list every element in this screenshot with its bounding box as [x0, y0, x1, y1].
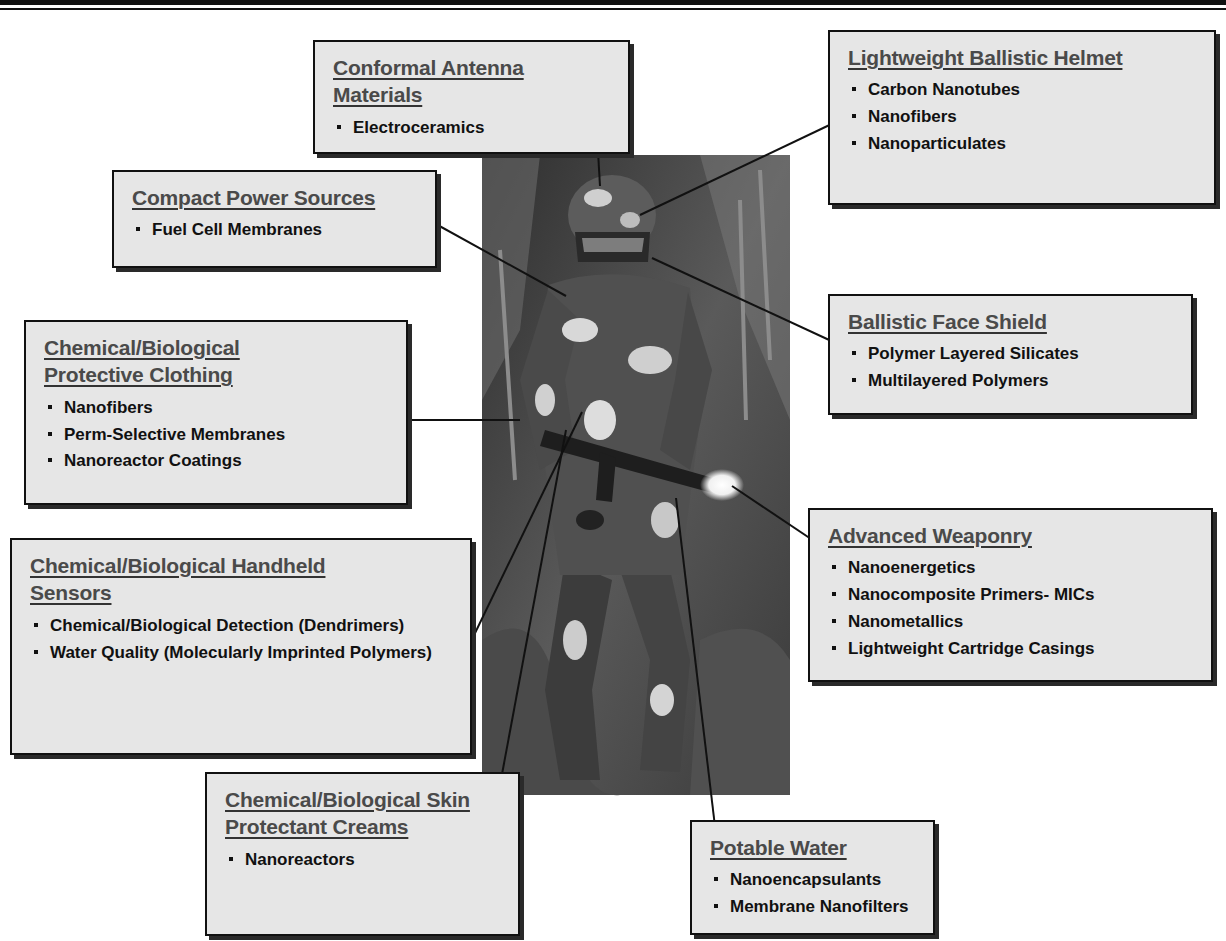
bullet-mark: [229, 857, 233, 861]
bullet-mark: [852, 114, 856, 118]
callout-box: Chemical/Biological Protective ClothingN…: [24, 320, 408, 505]
bullet-text: Nanoreactors: [245, 849, 355, 872]
leader-line: [395, 419, 520, 421]
leader-line: [676, 498, 716, 835]
callout-heading: Chemical/Biological Handheld Sensors: [30, 552, 360, 607]
bullet-item: Nanoreactor Coatings: [44, 450, 390, 473]
callout-heading: Chemical/Biological Protective Clothing: [44, 334, 314, 389]
bullet-item: Membrane Nanofilters: [710, 896, 917, 919]
bullet-text: Carbon Nanotubes: [868, 79, 1020, 102]
callout-box: Potable WaterNanoencapsulantsMembrane Na…: [690, 820, 935, 935]
bullet-item: Polymer Layered Silicates: [848, 343, 1175, 366]
bullet-item: Carbon Nanotubes: [848, 79, 1198, 102]
bullet-mark: [337, 125, 341, 129]
soldier-photo: [482, 155, 790, 795]
bullet-mark: [852, 378, 856, 382]
header-bar: [0, 0, 1226, 5]
bullet-item: Electroceramics: [333, 117, 612, 140]
bullet-mark: [714, 877, 718, 881]
bullet-text: Chemical/Biological Detection (Dendrimer…: [50, 615, 404, 638]
bullet-text: Nanoenergetics: [848, 557, 976, 580]
callout-box: Advanced WeaponryNanoenergeticsNanocompo…: [808, 508, 1213, 682]
callout-heading: Compact Power Sources: [132, 184, 419, 211]
bullet-text: Lightweight Cartridge Casings: [848, 638, 1095, 661]
bullet-item: Water Quality (Molecularly Imprinted Pol…: [30, 642, 454, 665]
bullet-text: Nanometallics: [848, 611, 963, 634]
callout-box: Lightweight Ballistic HelmetCarbon Nanot…: [828, 30, 1216, 205]
bullet-item: Nanoreactors: [225, 849, 502, 872]
bullet-mark: [832, 592, 836, 596]
callout-heading: Ballistic Face Shield: [848, 308, 1175, 335]
leader-line: [500, 430, 566, 785]
bullet-text: Membrane Nanofilters: [730, 896, 909, 919]
callout-heading: Chemical/Biological Skin Protectant Crea…: [225, 786, 502, 841]
bullet-mark: [34, 623, 38, 627]
bullet-text: Multilayered Polymers: [868, 370, 1048, 393]
bullet-item: Nanocomposite Primers- MICs: [828, 584, 1195, 607]
bullet-item: Nanoencapsulants: [710, 869, 917, 892]
bullet-mark: [832, 619, 836, 623]
leader-line: [652, 258, 840, 345]
header-bar: [0, 8, 1226, 10]
bullet-text: Perm-Selective Membranes: [64, 424, 285, 447]
bullet-text: Nanocomposite Primers- MICs: [848, 584, 1095, 607]
bullet-text: Water Quality (Molecularly Imprinted Pol…: [50, 642, 432, 665]
bullet-mark: [832, 646, 836, 650]
callout-box: Conformal Antenna MaterialsElectrocerami…: [313, 40, 630, 154]
bullet-text: Fuel Cell Membranes: [152, 219, 322, 242]
leader-line: [462, 412, 582, 660]
bullet-mark: [714, 904, 718, 908]
bullet-mark: [832, 565, 836, 569]
leader-line: [640, 120, 840, 215]
bullet-item: Nanometallics: [828, 611, 1195, 634]
bullet-text: Nanoparticulates: [868, 133, 1006, 156]
leader-line: [425, 218, 566, 296]
bullet-item: Nanoenergetics: [828, 557, 1195, 580]
bullet-mark: [852, 141, 856, 145]
bullet-text: Nanoreactor Coatings: [64, 450, 242, 473]
callout-box: Compact Power SourcesFuel Cell Membranes: [112, 170, 437, 268]
bullet-item: Nanofibers: [848, 106, 1198, 129]
bullet-text: Nanofibers: [64, 397, 153, 420]
bullet-mark: [48, 458, 52, 462]
callout-box: Chemical/Biological Skin Protectant Crea…: [205, 772, 520, 936]
bullet-item: Chemical/Biological Detection (Dendrimer…: [30, 615, 454, 638]
callout-box: Chemical/Biological Handheld SensorsChem…: [10, 538, 472, 755]
bullet-mark: [852, 351, 856, 355]
bullet-item: Perm-Selective Membranes: [44, 424, 390, 447]
callout-box: Ballistic Face ShieldPolymer Layered Sil…: [828, 294, 1193, 415]
bullet-text: Electroceramics: [353, 117, 484, 140]
callout-heading: Advanced Weaponry: [828, 522, 1195, 549]
callout-heading: Potable Water: [710, 834, 917, 861]
bullet-mark: [48, 405, 52, 409]
bullet-mark: [48, 432, 52, 436]
bullet-item: Multilayered Polymers: [848, 370, 1175, 393]
bullet-mark: [136, 227, 140, 231]
bullet-item: Nanoparticulates: [848, 133, 1198, 156]
callout-heading: Lightweight Ballistic Helmet: [848, 44, 1198, 71]
leader-line: [732, 486, 820, 545]
bullet-mark: [34, 650, 38, 654]
bullet-mark: [852, 87, 856, 91]
bullet-text: Polymer Layered Silicates: [868, 343, 1079, 366]
bullet-text: Nanoencapsulants: [730, 869, 881, 892]
callout-heading: Conformal Antenna Materials: [333, 54, 612, 109]
bullet-item: Nanofibers: [44, 397, 390, 420]
bullet-item: Fuel Cell Membranes: [132, 219, 419, 242]
bullet-text: Nanofibers: [868, 106, 957, 129]
bullet-item: Lightweight Cartridge Casings: [828, 638, 1195, 661]
